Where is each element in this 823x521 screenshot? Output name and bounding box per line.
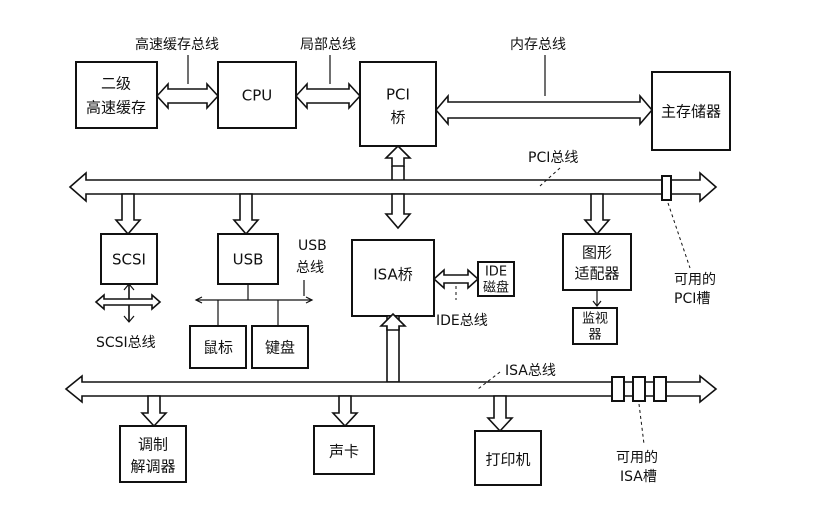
- pci-slot-label-line1: 可用的: [674, 272, 716, 288]
- mouse-label: 鼠标: [203, 339, 233, 357]
- ide-disk-box: [477, 261, 515, 297]
- sound-card-box: [313, 425, 375, 475]
- main-memory-label: 主存储器: [661, 103, 721, 121]
- pci-bus-label: PCI总线: [528, 150, 578, 166]
- memory-bus-arrow: [434, 93, 654, 127]
- pci-bridge-label-line2: 桥: [390, 109, 405, 127]
- keyboard-label: 键盘: [265, 339, 295, 357]
- isa-slot-pointer: [638, 403, 645, 445]
- cache-bus-label: 高速缓存总线: [135, 36, 219, 53]
- l2-cache-label-line1: 二级: [101, 75, 131, 93]
- usb-bus-right-head: [305, 296, 314, 304]
- isa-slot-label-line1: 可用的: [616, 450, 658, 466]
- graphics-adapter-box: [562, 233, 632, 291]
- cpu-label: CPU: [242, 87, 273, 105]
- isa-bus-arrow: [64, 374, 718, 404]
- ide-bus-arrow: [432, 268, 480, 290]
- graphics-label-line2: 适配器: [574, 265, 619, 283]
- usb-bus-left-head: [194, 296, 203, 304]
- usb-box: [217, 233, 279, 285]
- pci-to-isa-bridge-arrow: [384, 193, 412, 230]
- isa-slot-3: [653, 376, 667, 402]
- l2-cache-label-line2: 高速缓存: [86, 99, 146, 117]
- local-bus-label: 局部总线: [300, 37, 356, 53]
- monitor-label-line2: 器: [588, 328, 601, 343]
- isa-slot-2: [632, 376, 646, 402]
- scsi-bus-up-head: [123, 283, 135, 291]
- monitor-box: [572, 307, 618, 345]
- pci-bus-pointer: [539, 167, 561, 187]
- cache-bus-arrow: [155, 81, 220, 111]
- ide-disk-label-line2: 磁盘: [483, 280, 509, 296]
- pci-bridge-link-arrow: [384, 144, 412, 167]
- ide-bus-label: IDE总线: [436, 313, 488, 329]
- isa-bus-label: ISA总线: [505, 363, 556, 379]
- pci-bridge-label-line1: PCI: [386, 86, 410, 104]
- l2-cache-box: [75, 61, 158, 129]
- usb-bus-label-line1: USB: [298, 238, 327, 254]
- mouse-box: [189, 325, 247, 369]
- pci-to-graphics-arrow: [583, 193, 611, 236]
- printer-label: 打印机: [485, 451, 530, 469]
- scsi-bus-arrow: [94, 293, 162, 311]
- scsi-bus-label: SCSI总线: [96, 335, 156, 351]
- pci-slot-pointer: [667, 202, 691, 269]
- memory-bus-label: 内存总线: [510, 37, 566, 53]
- modem-label-line2: 解调器: [130, 458, 175, 476]
- ide-disk-label-line1: IDE: [485, 265, 507, 280]
- usb-bus-label-line2: 总线: [296, 260, 324, 276]
- isa-to-modem-arrow: [140, 395, 168, 428]
- graphics-label-line1: 图形: [582, 244, 612, 262]
- isa-bridge-label: ISA桥: [373, 266, 413, 284]
- pci-to-scsi-arrow: [114, 193, 142, 236]
- pci-to-usb-arrow: [232, 193, 260, 236]
- isa-bus-pointer: [477, 371, 501, 390]
- pci-bus-arrow: [68, 171, 718, 203]
- scsi-label: SCSI: [112, 251, 146, 269]
- isa-to-sound-card-arrow: [331, 395, 359, 428]
- pci-bridge-box: [359, 61, 437, 147]
- sound-card-label: 声卡: [329, 443, 359, 461]
- scsi-bus-down-head: [123, 315, 135, 323]
- main-memory-box: [651, 71, 731, 151]
- local-bus-arrow: [294, 81, 362, 111]
- pci-slot: [661, 175, 672, 201]
- isa-bridge-up-head: [379, 312, 407, 331]
- usb-label: USB: [233, 251, 264, 269]
- isa-to-printer-arrow: [486, 395, 514, 433]
- modem-box: [119, 425, 187, 483]
- modem-label-line1: 调制: [138, 436, 168, 454]
- isa-slot-1: [611, 376, 625, 402]
- scsi-box: [100, 233, 158, 285]
- monitor-label-line1: 监视: [582, 312, 608, 327]
- graphics-to-monitor-head: [592, 300, 602, 307]
- printer-box: [474, 430, 542, 486]
- keyboard-box: [251, 325, 309, 369]
- isa-slot-label-line2: ISA槽: [620, 469, 657, 485]
- pci-slot-label-line2: PCI槽: [674, 291, 710, 307]
